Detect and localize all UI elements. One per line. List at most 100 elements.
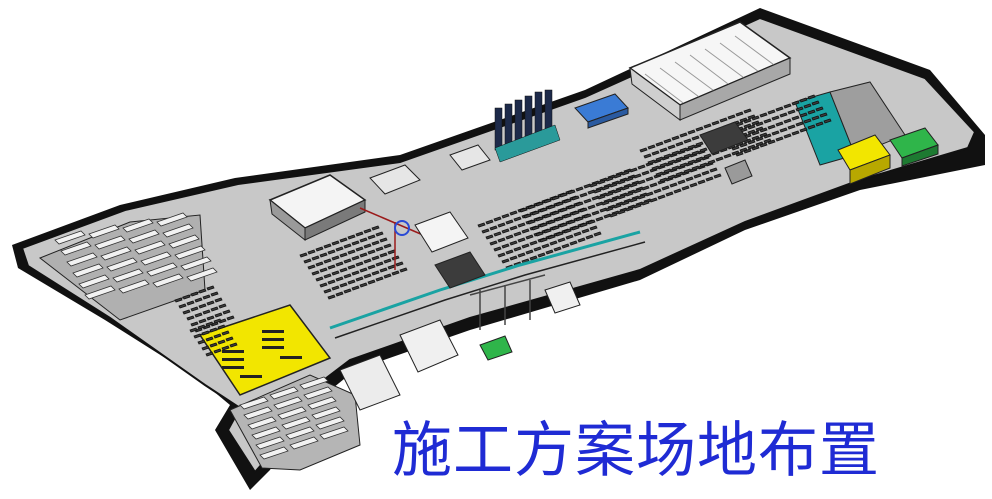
parking-space — [197, 339, 206, 345]
parking-space — [823, 118, 832, 124]
parking-space — [213, 348, 222, 354]
parking-space — [625, 191, 634, 197]
storage-rack — [122, 218, 154, 233]
parking-space — [379, 267, 388, 273]
parking-space — [493, 216, 502, 222]
parking-space — [327, 294, 336, 300]
parking-space — [202, 294, 211, 300]
parking-space — [201, 345, 210, 351]
parking-space — [655, 141, 664, 147]
parking-space — [775, 136, 784, 142]
parking-space — [367, 279, 376, 285]
parking-space — [363, 243, 372, 249]
parking-space — [751, 130, 760, 136]
parking-space — [563, 228, 572, 234]
parking-space — [339, 282, 348, 288]
parking-space — [517, 237, 526, 243]
parking-space — [343, 243, 352, 249]
parking-space — [747, 124, 756, 130]
parking-space — [531, 210, 540, 216]
parking-space — [697, 179, 706, 185]
parking-space — [331, 270, 340, 276]
parking-space — [517, 252, 526, 258]
parking-space — [226, 315, 235, 321]
parking-space — [681, 185, 690, 191]
parking-space — [379, 237, 388, 243]
parking-space — [189, 327, 198, 333]
parking-space — [505, 234, 514, 240]
parking-space — [625, 206, 634, 212]
parking-space — [755, 136, 764, 142]
yellow-storage-area — [198, 304, 332, 396]
parking-space — [213, 318, 222, 324]
parking-space — [355, 261, 364, 267]
parking-space — [359, 267, 368, 273]
parking-space — [485, 234, 494, 240]
storage-rack — [146, 262, 178, 277]
parking-space — [621, 185, 630, 191]
parking-space — [551, 225, 560, 231]
parking-space — [217, 324, 226, 330]
parking-space — [605, 176, 614, 182]
parking-space — [206, 285, 215, 291]
parking-space — [759, 112, 768, 118]
parking-space — [687, 129, 696, 135]
parking-space — [375, 276, 384, 282]
parking-space — [359, 252, 368, 258]
parking-space — [561, 243, 570, 249]
storage-rack — [54, 230, 86, 245]
parking-space — [659, 177, 668, 183]
parking-space — [513, 246, 522, 252]
parking-space — [205, 336, 214, 342]
parking-space — [605, 191, 614, 197]
parking-space — [647, 144, 656, 150]
parking-space — [383, 273, 392, 279]
parking-space — [347, 249, 356, 255]
parking-space — [657, 194, 666, 200]
office-building — [268, 174, 367, 242]
parking-space — [671, 150, 680, 156]
parking-space — [653, 188, 662, 194]
parking-space — [547, 234, 556, 240]
parking-space — [563, 213, 572, 219]
storage-rack — [88, 224, 120, 239]
parking-space — [667, 159, 676, 165]
storage-rack — [299, 376, 329, 390]
parking-space — [501, 258, 510, 264]
parking-space — [571, 225, 580, 231]
parking-space — [593, 188, 602, 194]
parking-space — [323, 258, 332, 264]
storage-rack — [255, 436, 285, 450]
parking-space — [637, 179, 646, 185]
parking-space — [319, 267, 328, 273]
parking-space — [637, 164, 646, 170]
parking-space — [759, 142, 768, 148]
parking-space — [703, 153, 712, 159]
parking-space — [197, 324, 206, 330]
parking-space — [178, 303, 187, 309]
parking-space — [663, 138, 672, 144]
parking-space — [391, 270, 400, 276]
parking-space — [665, 191, 674, 197]
parking-space — [613, 173, 622, 179]
storage-rack — [186, 267, 218, 282]
parking-space — [559, 192, 568, 198]
parking-space — [559, 207, 568, 213]
parking-space — [201, 330, 210, 336]
parking-space — [633, 188, 642, 194]
parking-space — [767, 109, 776, 115]
storage-rack — [84, 285, 116, 300]
parking-space — [547, 204, 556, 210]
parking-space — [575, 216, 584, 222]
parking-space — [523, 213, 532, 219]
parking-space — [763, 133, 772, 139]
parking-space — [186, 300, 195, 306]
parking-space — [701, 170, 710, 176]
parking-space — [307, 264, 316, 270]
parking-space — [363, 258, 372, 264]
parking-space — [819, 112, 828, 118]
parking-space — [198, 318, 207, 324]
parking-space — [775, 106, 784, 112]
parking-space — [719, 117, 728, 123]
